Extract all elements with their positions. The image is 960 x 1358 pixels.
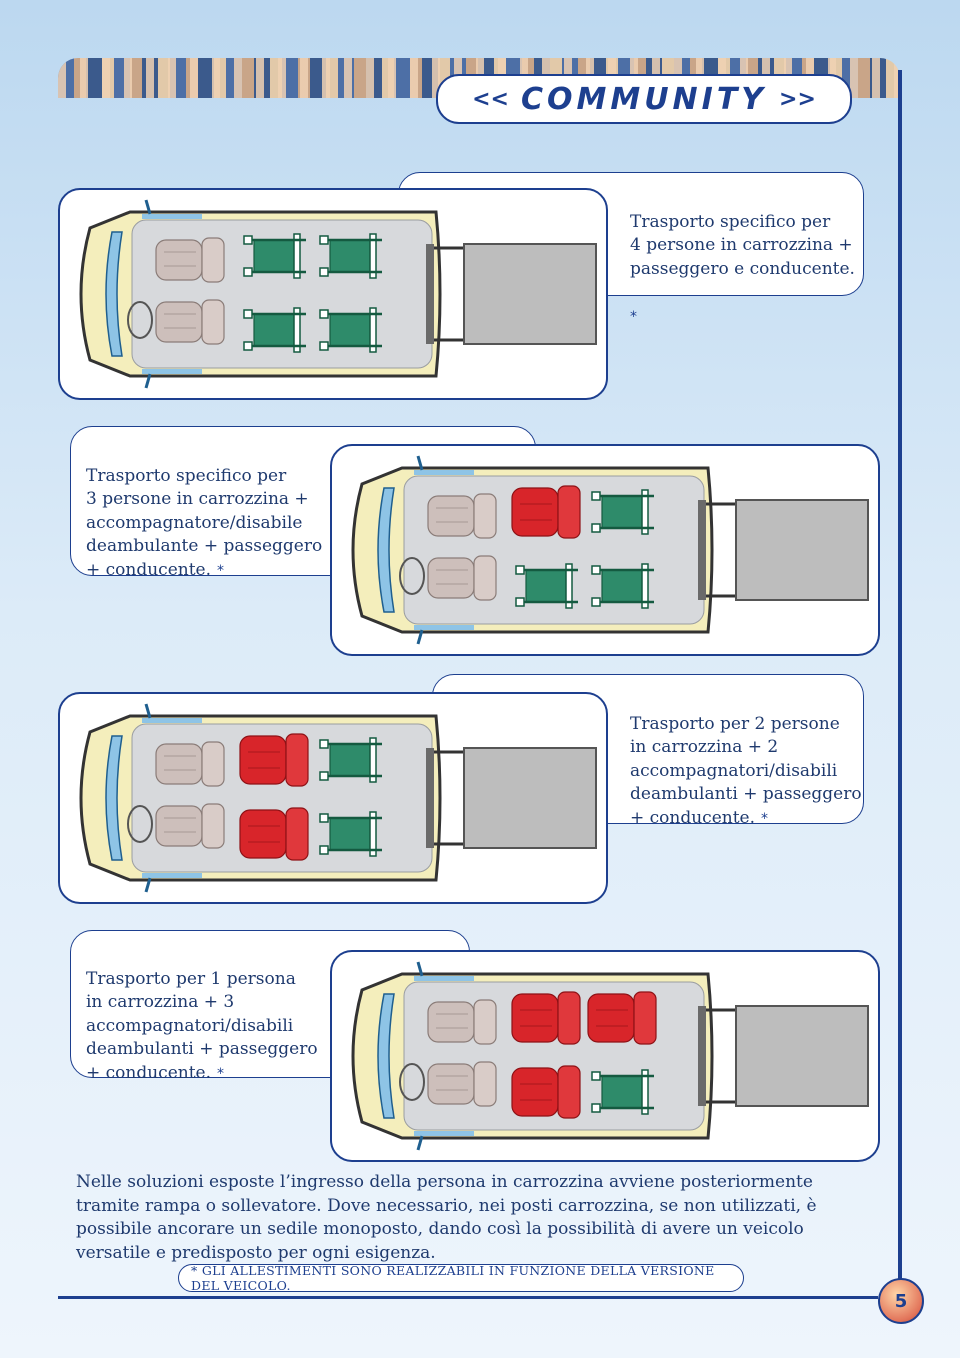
passenger-seat-icon [511,485,581,539]
steering-wheel [127,301,153,339]
mirror [144,373,152,389]
side-window [142,873,202,878]
rear-ramp [463,747,597,849]
side-window [414,470,474,475]
van-drawing [79,199,597,389]
layout-caption-1: Trasporto specifico per 4 persone in car… [630,187,855,329]
layout-caption-text: Trasporto per 1 persona in carrozzina + … [86,968,318,1083]
title-right-arrows: >> [779,86,816,112]
van-panel-1 [58,188,608,400]
seat-icon [155,237,225,283]
steering-wheel [127,805,153,843]
passenger-seat-icon [511,991,581,1045]
seat-icon [427,999,497,1045]
layout-caption-text: Trasporto specifico per 3 persone in car… [86,465,323,580]
steering-wheel [399,557,425,595]
van-drawing [351,961,869,1151]
van-panel-4 [330,950,880,1162]
rear-ramp [735,499,869,601]
mirror [144,199,152,215]
windshield [377,993,395,1119]
lift-rail [426,244,434,344]
passenger-seat-icon [511,1065,581,1119]
asterisk-icon: * [761,810,769,827]
lift-rail [426,748,434,848]
title-text: COMMUNITY [520,81,768,117]
van-diagram-1 [79,199,597,389]
footnote-text: * GLI ALLESTIMENTI SONO REALIZZABILI IN … [191,1263,715,1293]
page-number: 5 [894,1290,908,1312]
side-window [414,1131,474,1136]
van-panel-3 [58,692,608,904]
wheelchair-icon [591,563,654,609]
wheelchair-icon [319,307,382,353]
rear-ramp [463,243,597,345]
frame-line-right [898,70,902,1300]
section-title: << COMMUNITY >> [436,74,852,124]
wheelchair-icon [319,233,382,279]
windshield [377,487,395,613]
seat-icon [155,299,225,345]
page-number-badge: 5 [878,1278,924,1324]
mirror [416,629,424,645]
mirror [144,703,152,719]
mirror [416,455,424,471]
seat-icon [155,803,225,849]
wheelchair-icon [515,563,578,609]
windshield [105,735,123,861]
van-diagram-2 [351,455,869,645]
side-window [142,214,202,219]
windshield [105,231,123,357]
van-drawing [351,455,869,645]
description-paragraph: Nelle soluzioni esposte l’ingresso della… [76,1172,817,1263]
mirror [144,877,152,893]
asterisk-icon: * [630,308,637,325]
passenger-seat-icon [587,991,657,1045]
seat-icon [427,493,497,539]
rear-ramp [735,1005,869,1107]
layout-caption-3: Trasporto per 2 persone in carrozzina + … [630,689,862,831]
mirror [416,961,424,977]
passenger-seat-icon [239,807,309,861]
side-window [414,976,474,981]
side-window [142,718,202,723]
frame-line-bottom [58,1296,878,1299]
passenger-seat-icon [239,733,309,787]
layout-caption-text: Trasporto per 2 persone in carrozzina + … [630,713,862,828]
lift-rail [698,1006,706,1106]
wheelchair-icon [243,233,306,279]
seat-icon [427,555,497,601]
van-panel-2 [330,444,880,656]
wheelchair-icon [243,307,306,353]
seat-icon [155,741,225,787]
footnote-pill: * GLI ALLESTIMENTI SONO REALIZZABILI IN … [178,1263,744,1293]
wheelchair-icon [591,489,654,535]
wheelchair-icon [591,1069,654,1115]
wheelchair-icon [319,737,382,783]
layout-caption-2: Trasporto specifico per 3 persone in car… [86,441,322,583]
side-window [414,625,474,630]
van-diagram-3 [79,703,597,893]
wheelchair-icon [319,811,382,857]
asterisk-icon: * [217,1065,225,1082]
steering-wheel [399,1063,425,1101]
title-left-arrows: << [472,86,509,112]
mirror [416,1135,424,1151]
side-window [142,369,202,374]
seat-icon [427,1061,497,1107]
layout-caption-text: Trasporto specifico per 4 persone in car… [630,211,855,279]
layout-caption-4: Trasporto per 1 persona in carrozzina + … [86,944,318,1086]
asterisk-icon: * [217,562,225,579]
lift-rail [698,500,706,600]
van-drawing [79,703,597,893]
van-diagram-4 [351,961,869,1151]
